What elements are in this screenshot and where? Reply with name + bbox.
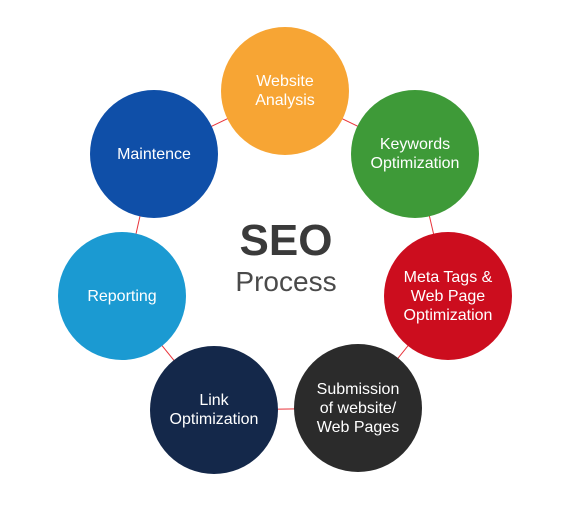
node-website-analysis: Website Analysis <box>221 27 349 155</box>
center-subtitle: Process <box>235 266 337 297</box>
node-meta-tags-web-page-optimization: Meta Tags & Web Page Optimization <box>384 232 512 360</box>
node-link-optimization: Link Optimization <box>150 346 278 474</box>
center-title: SEO <box>239 216 333 265</box>
node-submission-of-website: Submission of website/ Web Pages <box>294 344 422 472</box>
node-maintence: Maintence <box>90 90 218 218</box>
node-reporting: Reporting <box>58 232 186 360</box>
node-keywords-optimization: Keywords Optimization <box>351 90 479 218</box>
